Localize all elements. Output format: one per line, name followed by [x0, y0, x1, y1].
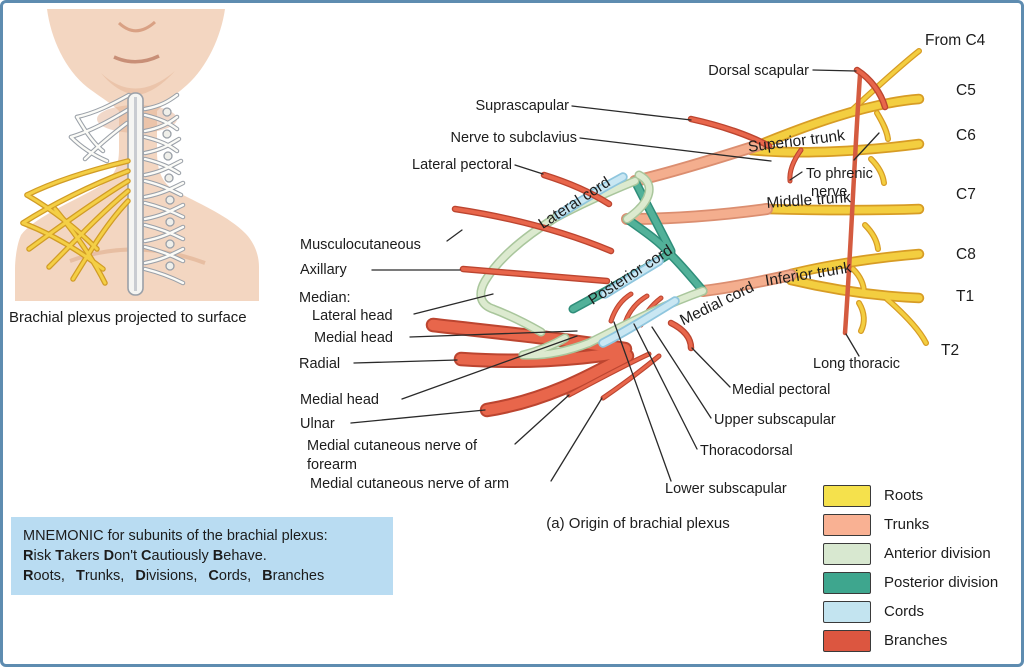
label-axillary: Axillary: [300, 262, 347, 278]
diagram-caption: (a) Origin of brachial plexus: [546, 515, 730, 532]
label-inferior-trunk: Inferior trunk: [764, 259, 853, 289]
label-mcn-forearm-1: Medial cutaneous nerve of: [307, 438, 478, 454]
label-mcn-arm: Medial cutaneous nerve of arm: [310, 476, 509, 492]
label-t1: T1: [956, 288, 974, 305]
branches-swatch: [823, 629, 871, 652]
mnemonic-box: MNEMONIC for subunits of the brachial pl…: [11, 517, 393, 595]
legend-label-branches: Branches: [884, 632, 948, 649]
label-middle-trunk: Middle trunk: [766, 189, 852, 212]
neck-illustration: [15, 9, 259, 301]
trunk-tubes: [627, 145, 791, 291]
anterior-division-tubes: [481, 175, 703, 355]
legend-item-cords: Cords: [823, 597, 998, 626]
label-lateral-pectoral: Lateral pectoral: [412, 157, 512, 173]
label-lateral-cord: Lateral cord: [536, 174, 614, 233]
label-long-thoracic: Long thoracic: [813, 356, 900, 372]
cord-patches: [559, 177, 675, 343]
cervical-nerve-web: [68, 92, 132, 164]
label-c8: C8: [956, 246, 976, 263]
subscapular-stubs: [611, 294, 661, 325]
label-to-phrenic-2: nerve: [811, 184, 847, 200]
posterior-division-swatch: [823, 571, 871, 594]
label-lower-subscapular: Lower subscapular: [665, 481, 787, 497]
legend-label-posterior-division: Posterior division: [884, 574, 999, 591]
anterior-division-swatch: [823, 542, 871, 565]
label-nerve-to-subclavius: Nerve to subclavius: [450, 130, 577, 146]
label-c6: C6: [956, 127, 976, 144]
posterior-division-tubes: [573, 181, 703, 309]
leader-lines: [350, 69, 880, 482]
mnemonic-expansion: Roots, Trunks, Divisions, Cords, Branche…: [23, 568, 325, 584]
cords-swatch: [823, 600, 871, 623]
label-medial-head-2: Medial head: [300, 392, 379, 408]
label-radial: Radial: [299, 356, 340, 372]
legend-item-anterior-division: Anterior division: [823, 539, 998, 568]
legend-item-trunks: Trunks: [823, 510, 998, 539]
legend-label-anterior-division: Anterior division: [884, 545, 991, 562]
legend-item-roots: Roots: [823, 481, 998, 510]
label-thoracodorsal: Thoracodorsal: [700, 443, 793, 459]
chin-shading: [101, 71, 175, 95]
legend-item-posterior-division: Posterior division: [823, 568, 998, 597]
label-upper-subscapular: Upper subscapular: [714, 412, 836, 428]
ganglia: [162, 107, 175, 271]
label-dorsal-scapular: Dorsal scapular: [708, 63, 809, 79]
label-t2: T2: [941, 342, 959, 359]
label-from-c4: From C4: [925, 32, 986, 49]
label-c7: C7: [956, 186, 976, 203]
brachial-plexus-yellow: [20, 158, 131, 286]
label-suprascapular: Suprascapular: [476, 98, 570, 114]
label-ulnar: Ulnar: [300, 416, 335, 432]
roots-tubes: [751, 51, 926, 343]
trunks-swatch: [823, 513, 871, 536]
inset-caption: Brachial plexus projected to surface: [9, 309, 247, 326]
legend-item-branches: Branches: [823, 626, 998, 655]
diagram-labels: From C4 C5 C6 C7 C8 T1 T2 Dorsal scapula…: [299, 32, 986, 497]
roots-swatch: [823, 484, 871, 507]
label-to-phrenic-1: To phrenic: [806, 166, 873, 182]
label-c5: C5: [956, 82, 976, 99]
legend-label-roots: Roots: [884, 487, 924, 504]
nose-base: [117, 20, 156, 33]
mnemonic-phrase: Risk Takers Don't Cautiously Behave.: [23, 548, 267, 564]
label-median: Median:: [299, 290, 351, 306]
spinal-nerves-right: [142, 92, 186, 286]
mnemonic-title: MNEMONIC for subunits of the brachial pl…: [23, 528, 328, 544]
label-medial-cord: Medial cord: [677, 279, 756, 329]
label-mcn-forearm-2: forearm: [307, 457, 357, 473]
lips: [113, 54, 160, 64]
legend-label-trunks: Trunks: [884, 516, 930, 533]
long-thoracic-nerve: [842, 72, 863, 336]
label-superior-trunk: Superior trunk: [747, 127, 846, 156]
branch-tubes-thin: [455, 70, 885, 348]
label-medial-pectoral: Medial pectoral: [732, 382, 830, 398]
legend: Roots Trunks Anterior division Posterior…: [823, 481, 998, 655]
label-medial-head-1: Medial head: [314, 330, 393, 346]
label-musculocutaneous: Musculocutaneous: [300, 237, 421, 253]
legend-label-cords: Cords: [884, 603, 925, 620]
label-posterior-cord: Posterior cord: [585, 242, 675, 309]
label-lateral-head: Lateral head: [312, 308, 393, 324]
branch-tubes-thick: [433, 325, 659, 410]
